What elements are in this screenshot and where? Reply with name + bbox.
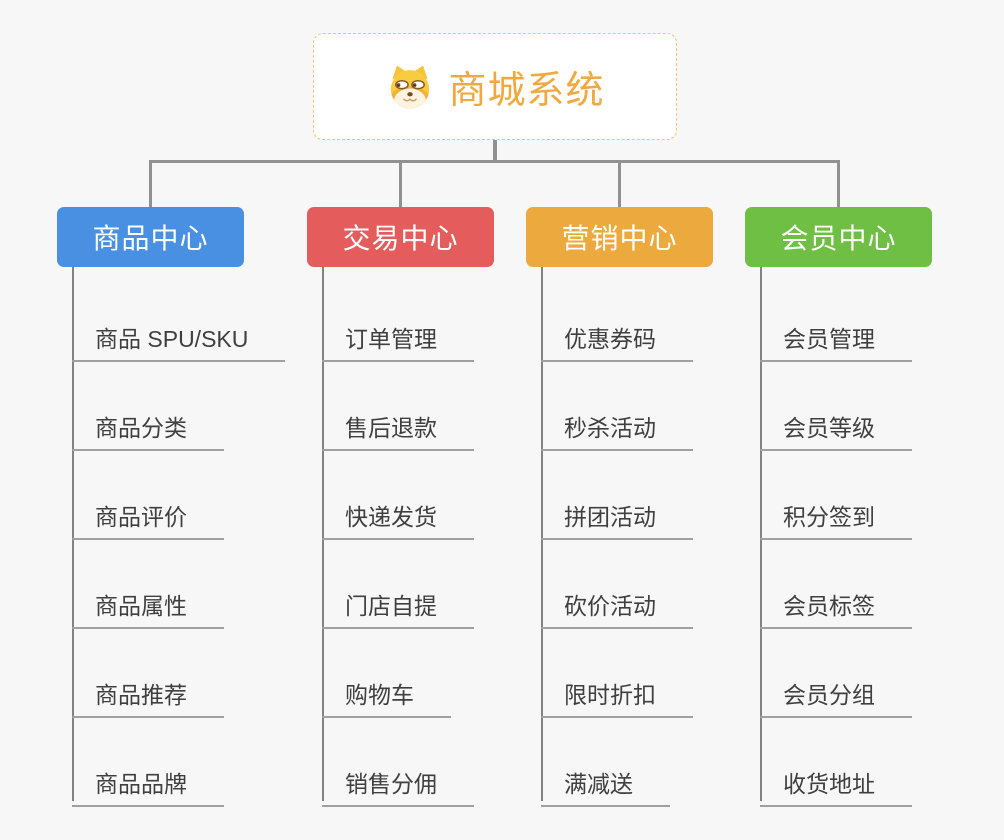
root-title: 商城系统 bbox=[448, 70, 605, 112]
leaf-node[interactable]: 商品分类 bbox=[72, 402, 224, 451]
connector-spine-product bbox=[72, 267, 74, 801]
connector-root-trunk bbox=[493, 140, 497, 163]
leaf-node[interactable]: 收货地址 bbox=[760, 758, 912, 807]
dog-face-icon bbox=[385, 64, 435, 110]
root-node[interactable]: 商城系统 bbox=[313, 33, 677, 140]
leaf-node[interactable]: 拼团活动 bbox=[541, 491, 693, 540]
connector-drop-member bbox=[837, 160, 840, 207]
leaf-node[interactable]: 售后退款 bbox=[322, 402, 474, 451]
leaf-node[interactable]: 限时折扣 bbox=[541, 669, 693, 718]
leaf-node[interactable]: 优惠券码 bbox=[541, 313, 693, 362]
leaf-node[interactable]: 会员分组 bbox=[760, 669, 912, 718]
leaf-node[interactable]: 门店自提 bbox=[322, 580, 474, 629]
connector-spine-marketing bbox=[541, 267, 543, 801]
leaf-node[interactable]: 购物车 bbox=[322, 669, 451, 718]
leaf-node[interactable]: 商品品牌 bbox=[72, 758, 224, 807]
leaf-node[interactable]: 商品评价 bbox=[72, 491, 224, 540]
leaf-node[interactable]: 商品推荐 bbox=[72, 669, 224, 718]
branch-marketing-center[interactable]: 营销中心 bbox=[526, 207, 713, 267]
connector-spine-member bbox=[760, 267, 762, 801]
leaf-node[interactable]: 会员标签 bbox=[760, 580, 912, 629]
connector-drop-trade bbox=[399, 160, 402, 207]
connector-drop-marketing bbox=[618, 160, 621, 207]
leaf-node[interactable]: 快递发货 bbox=[322, 491, 474, 540]
connector-drop-product bbox=[149, 160, 152, 207]
connector-bus bbox=[149, 160, 840, 163]
leaf-node[interactable]: 会员等级 bbox=[760, 402, 912, 451]
leaf-node[interactable]: 销售分佣 bbox=[322, 758, 474, 807]
leaf-node[interactable]: 满减送 bbox=[541, 758, 670, 807]
connector-spine-trade bbox=[322, 267, 324, 801]
leaf-node[interactable]: 商品属性 bbox=[72, 580, 224, 629]
leaf-node[interactable]: 秒杀活动 bbox=[541, 402, 693, 451]
leaf-node[interactable]: 商品 SPU/SKU bbox=[72, 313, 286, 362]
branch-member-center[interactable]: 会员中心 bbox=[745, 207, 932, 267]
leaf-node[interactable]: 订单管理 bbox=[322, 313, 474, 362]
branch-trade-center[interactable]: 交易中心 bbox=[307, 207, 494, 267]
branch-product-center[interactable]: 商品中心 bbox=[57, 207, 244, 267]
leaf-node[interactable]: 会员管理 bbox=[760, 313, 912, 362]
leaf-node[interactable]: 积分签到 bbox=[760, 491, 912, 540]
leaf-node[interactable]: 砍价活动 bbox=[541, 580, 693, 629]
